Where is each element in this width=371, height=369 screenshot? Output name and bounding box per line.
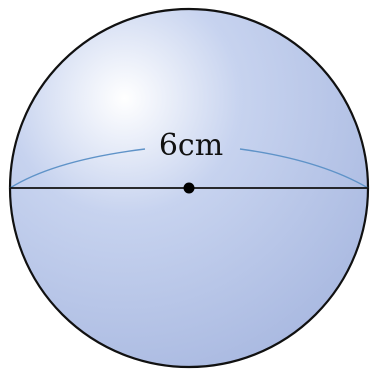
center-point	[183, 182, 195, 194]
equator-arc-right	[239, 148, 369, 189]
diameter-label: 6cm	[159, 128, 223, 163]
equator-arc-left	[9, 148, 146, 189]
